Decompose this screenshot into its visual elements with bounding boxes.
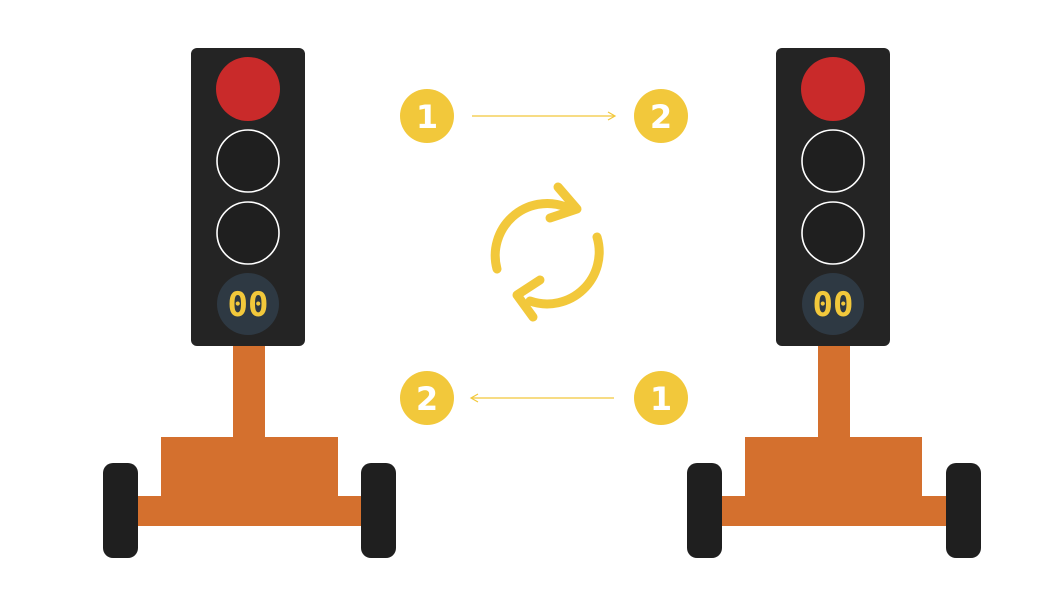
countdown-display-right [802, 273, 864, 335]
countdown-display-left [217, 273, 279, 335]
amber-lamp-right [801, 129, 865, 193]
trolley-base-left [103, 345, 396, 558]
red-lamp-left [216, 57, 280, 121]
bottom-flow: 2 1 [400, 371, 688, 425]
badge-top-to-label: 2 [650, 98, 672, 136]
countdown-digits-right: 00 [813, 285, 854, 325]
signal-housing-right [776, 48, 890, 346]
badge-bottom-from [634, 371, 688, 425]
badge-top-to [634, 89, 688, 143]
trolley-base-right [687, 345, 981, 558]
badge-bottom-to [400, 371, 454, 425]
top-flow: 1 2 [400, 89, 688, 143]
badge-top-from-label: 1 [416, 98, 438, 136]
wheel-right-a [687, 463, 722, 558]
green-lamp-right [801, 201, 865, 265]
amber-lamp-left [216, 129, 280, 193]
green-lamp-left [216, 201, 280, 265]
wheel-left-a [103, 463, 138, 558]
countdown-digits-left: 00 [228, 285, 269, 325]
badge-bottom-to-label: 2 [416, 380, 438, 418]
red-lamp-right [801, 57, 865, 121]
wheel-left-b [361, 463, 396, 558]
traffic-light-left: 00 [103, 48, 396, 558]
arrow-right-icon [472, 111, 617, 121]
traffic-light-right: 00 [687, 48, 981, 558]
badge-bottom-from-label: 1 [650, 380, 672, 418]
arrow-left-icon [469, 393, 614, 403]
badge-top-from [400, 89, 454, 143]
signal-housing-left [191, 48, 305, 346]
refresh-cycle-icon [490, 182, 604, 322]
wheel-right-b [946, 463, 981, 558]
